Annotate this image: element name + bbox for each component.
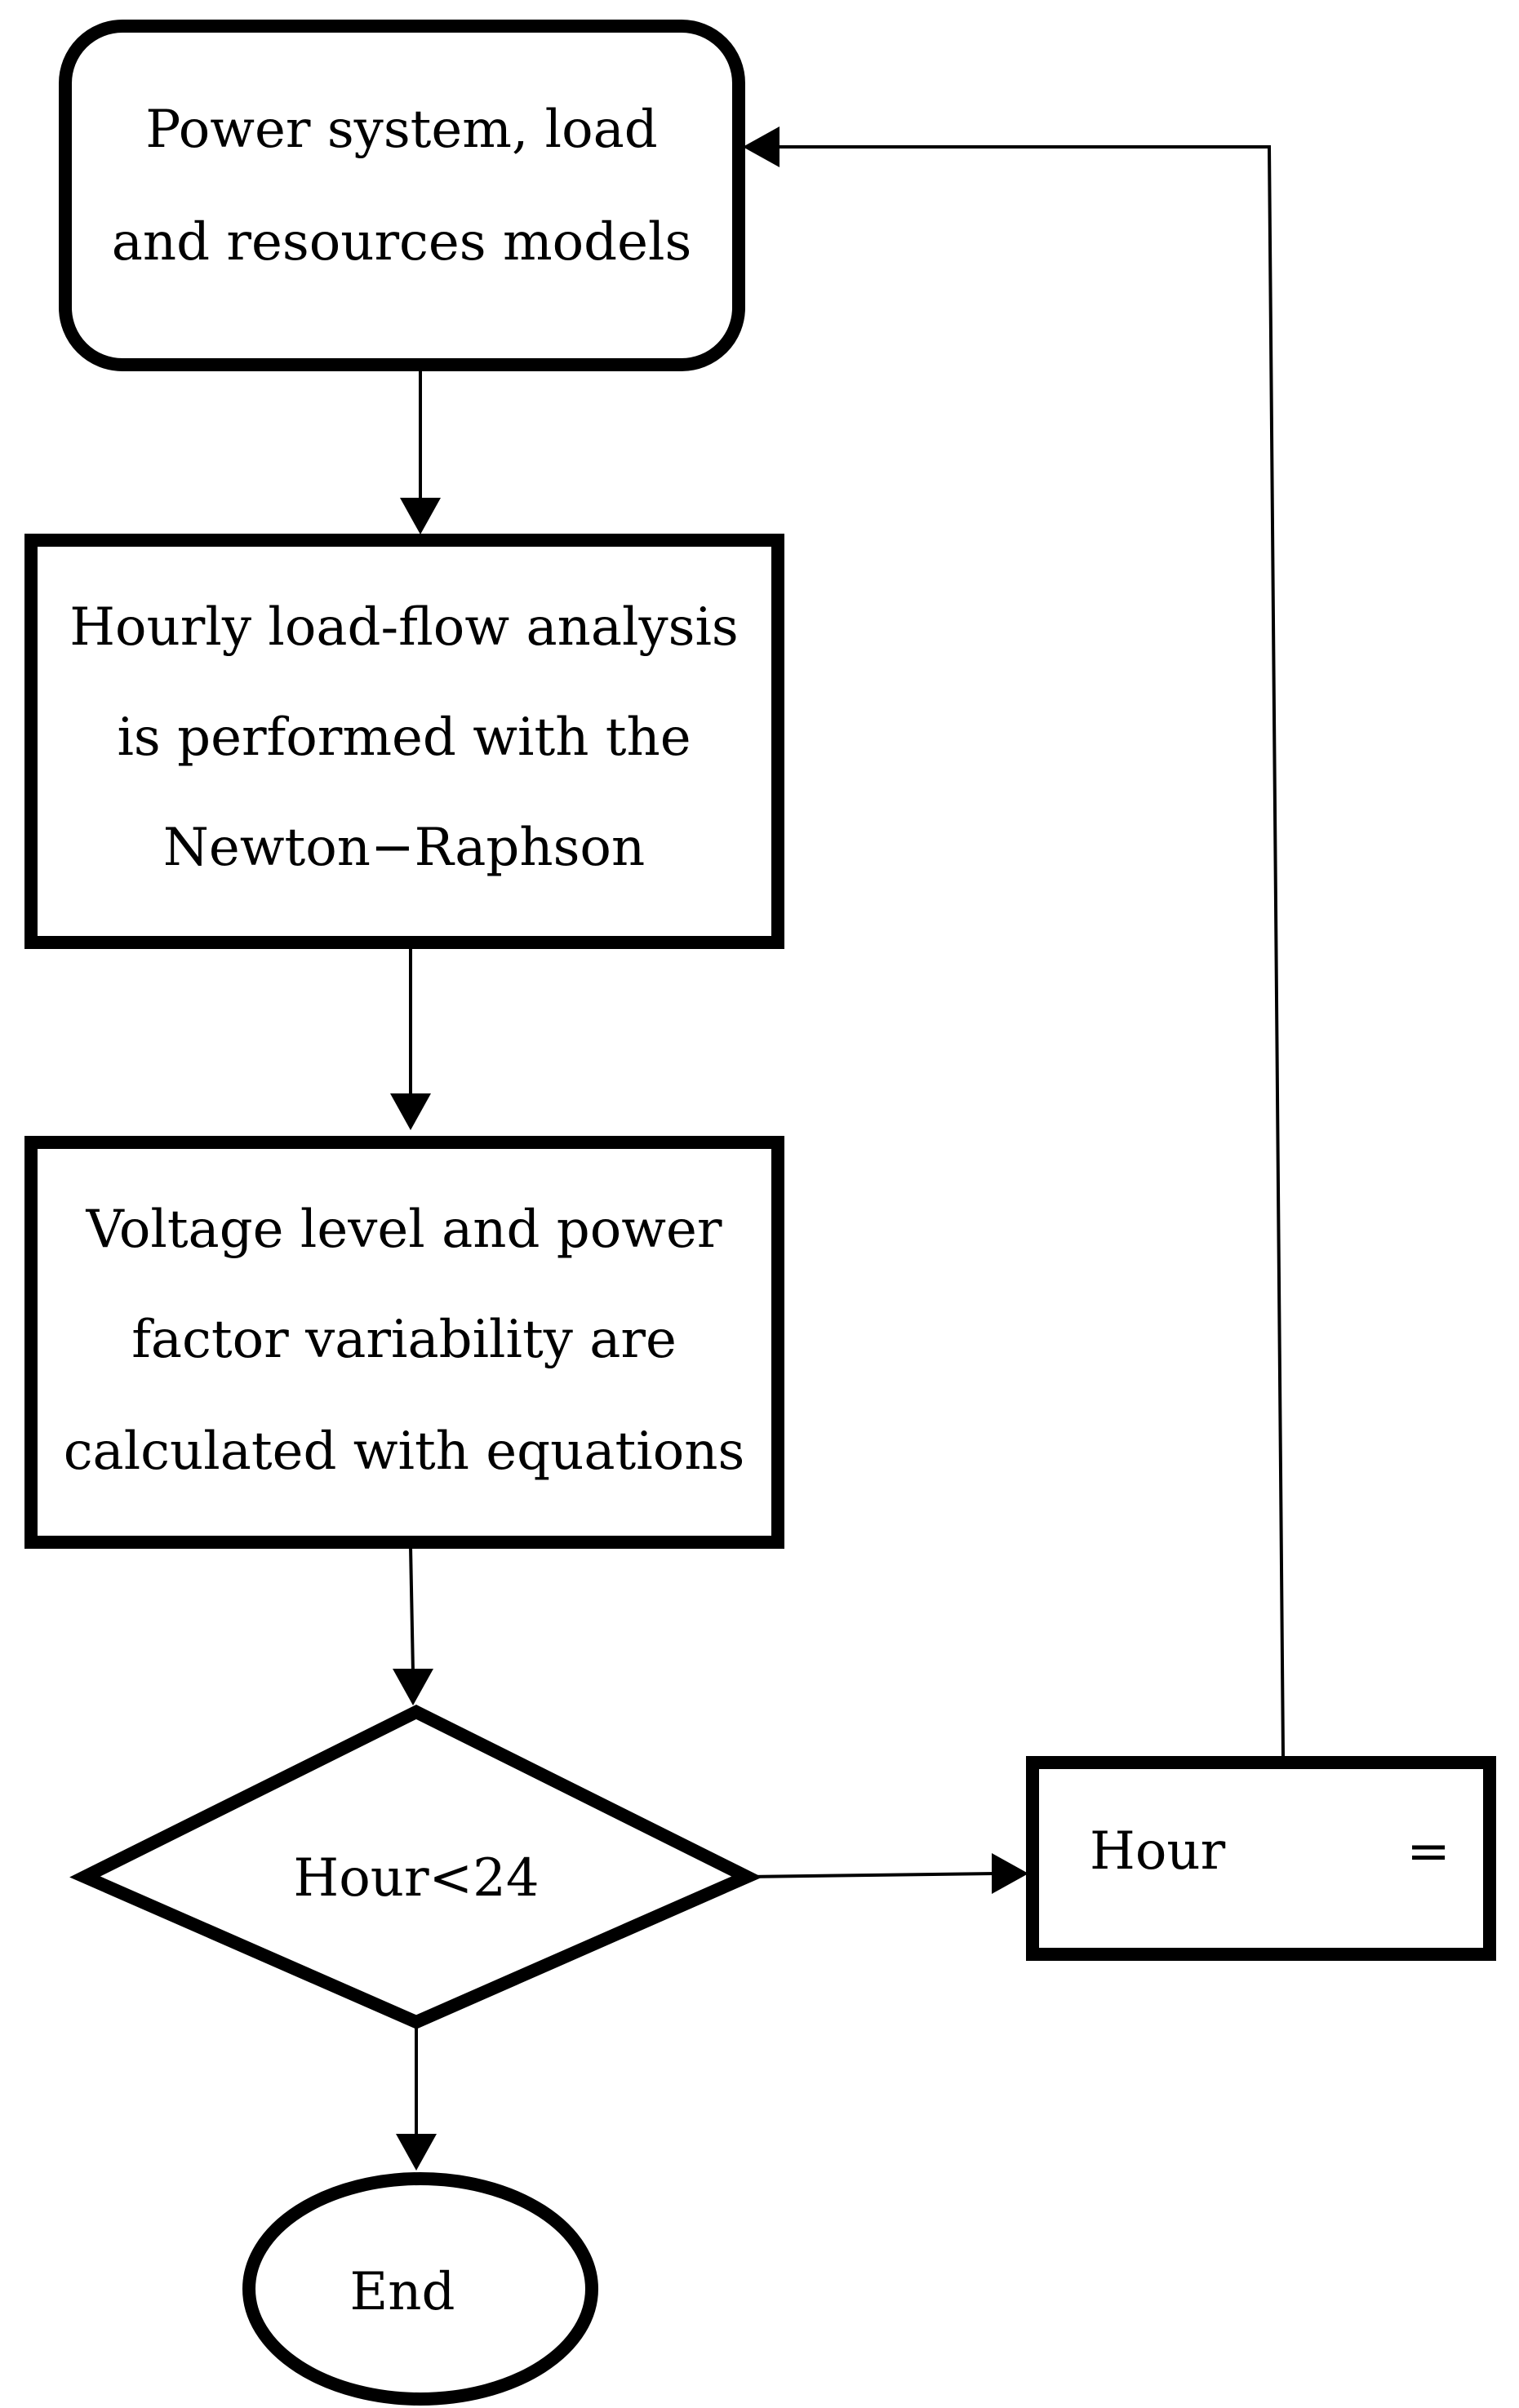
node-decision: Hour<24 [69,1705,762,2029]
connector-voltage-to-decision [393,1545,433,1705]
connector-loop-back-to-models [743,126,1285,1757]
node-loadflow-line3: Newton−Raphson [163,818,645,878]
node-voltage-line3: calculated with equations [64,1421,745,1482]
node-decision-label: Hour<24 [293,1848,539,1909]
node-models-line1: Power system, load [145,100,658,160]
node-end: End [242,2172,598,2406]
connector-models-to-loadflow [400,367,441,534]
node-increment-right: = [1406,1821,1450,1882]
node-loadflow-line2: is performed with the [117,707,691,768]
node-loadflow: Hourly load-flow analysis is performed w… [24,534,784,949]
connector-decision-to-increment [746,1853,1028,1894]
node-loadflow-line1: Hourly load-flow analysis [69,597,739,658]
node-models-line2: and resources models [112,212,692,273]
node-voltage-line2: factor variability are [131,1310,677,1370]
node-increment: Hour = [1026,1756,1496,1961]
node-models: Power system, load and resources models [59,20,745,371]
connector-decision-to-end [396,2024,437,2171]
node-voltage-line1: Voltage level and power [85,1200,722,1260]
node-increment-left: Hour [1090,1821,1226,1882]
node-end-label: End [350,2262,455,2322]
node-voltage: Voltage level and power factor variabili… [24,1136,784,1549]
connector-loadflow-to-voltage [390,947,431,1130]
